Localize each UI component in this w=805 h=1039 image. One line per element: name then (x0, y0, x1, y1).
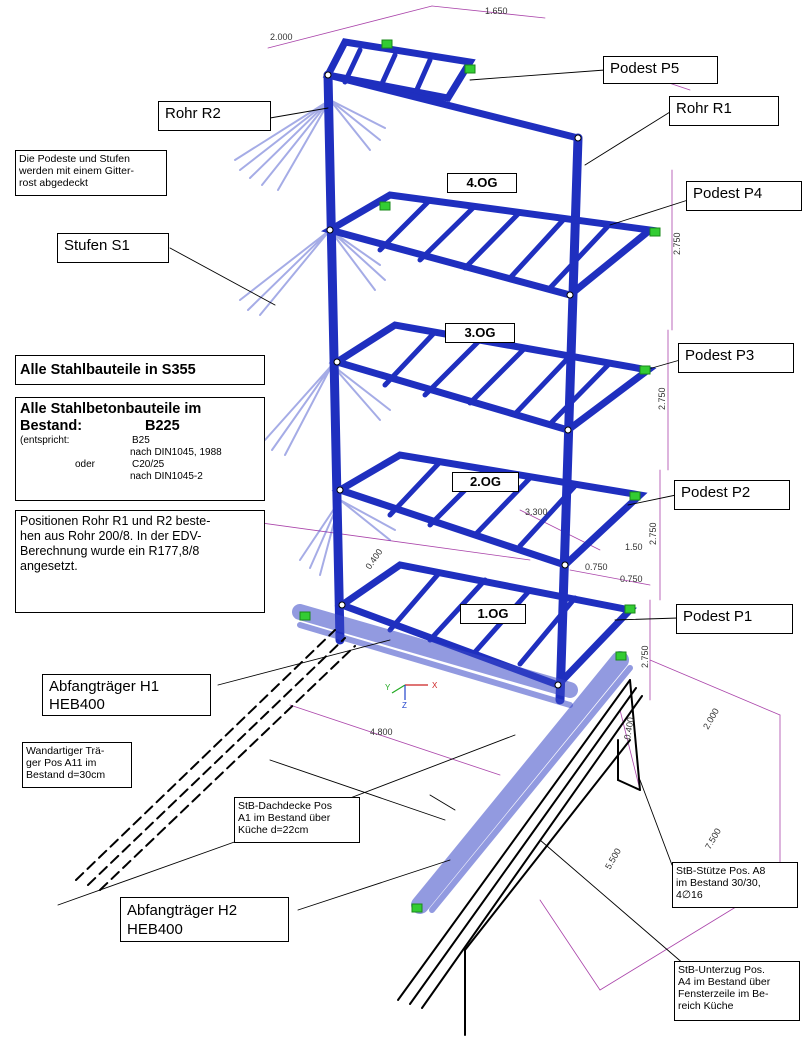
note-dachdecke: StB-Dachdecke Pos A1 im Bestand über Küc… (234, 797, 360, 843)
note-line: ger Pos A11 im (26, 757, 97, 769)
floor-label-3og: 3.OG (445, 323, 515, 343)
axis-x-label: X (432, 681, 438, 690)
dim-text: 2.750 (648, 522, 658, 545)
h1-profile: HEB400 (49, 696, 105, 713)
note-line: Küche d=22cm (238, 824, 309, 836)
spec-label: oder (75, 459, 96, 470)
positions-line: Berechnung wurde ein R177,8/8 (20, 544, 200, 558)
note-gitterrost: Die Podeste und Stufen werden mit einem … (15, 150, 167, 196)
note-line: Wandartiger Trä- (26, 745, 105, 757)
dim-text: 0.750 (620, 574, 643, 584)
label-podest-p2: Podest P2 (674, 480, 790, 510)
floor-label-2og: 2.OG (452, 472, 519, 492)
note-line: StB-Stütze Pos. A8 (676, 865, 766, 877)
label-podest-p3: Podest P3 (678, 343, 794, 373)
spec-label: (entspricht: (20, 435, 70, 446)
dim-text: 2.000 (701, 706, 721, 731)
concrete-title: Alle Stahlbetonbauteile im (20, 401, 202, 417)
label-abfangtraeger-h2: Abfangträger H2 HEB400 (120, 897, 289, 942)
label-podest-p1: Podest P1 (676, 604, 793, 634)
concrete-class: B225 (145, 418, 180, 434)
note-line: StB-Unterzug Pos. (678, 964, 765, 976)
positions-line: Positionen Rohr R1 und R2 beste- (20, 514, 211, 528)
nodes (324, 71, 582, 689)
dim-text: 2.750 (657, 387, 667, 410)
steel-grade-note: Alle Stahlbauteile in S355 (15, 355, 265, 385)
concrete-grade-note: Alle Stahlbetonbauteile im Bestand: B225… (15, 397, 265, 501)
dim-text: 0.400 (622, 716, 636, 740)
spec-row: nach DIN1045-2 (20, 471, 260, 483)
steel-frame (321, 38, 659, 705)
label-stufen-s1: Stufen S1 (57, 233, 169, 263)
note-line: StB-Dachdecke Pos (238, 800, 332, 812)
note-wandartig: Wandartiger Trä- ger Pos A11 im Bestand … (22, 742, 132, 788)
dim-text: 0.750 (585, 562, 608, 572)
dimension-texts: 1.650 2.000 2.750 2.750 2.750 2.750 3.30… (270, 6, 723, 871)
dim-text: 1.50 (625, 542, 643, 552)
axis-y-label: Y (385, 683, 391, 692)
supports (299, 39, 661, 913)
beam-h2 (411, 651, 633, 914)
label-podest-p5: Podest P5 (603, 56, 718, 84)
label-rohr-r1: Rohr R1 (669, 96, 779, 126)
note-line: A4 im Bestand über (678, 976, 771, 988)
note-line: A1 im Bestand über (238, 812, 331, 824)
note-line: rost abgedeckt (19, 177, 88, 189)
note-line: Bestand d=30cm (26, 769, 106, 781)
note-line: reich Küche (678, 1000, 734, 1012)
spec-value: nach DIN1045, 1988 (130, 447, 222, 458)
concrete-title-row: Bestand: B225 (20, 418, 260, 435)
label-podest-p4: Podest P4 (686, 181, 802, 211)
positions-line: hen aus Rohr 200/8. In der EDV- (20, 529, 202, 543)
floor-label-4og: 4.OG (447, 173, 517, 193)
concrete-title-2: Bestand: (20, 418, 83, 434)
existing-concrete (75, 629, 643, 1036)
spec-row: (entspricht: B25 (20, 435, 260, 447)
spec-row: nach DIN1045, 1988 (20, 447, 260, 459)
dim-text: 3.300 (525, 507, 548, 517)
label-abfangtraeger-h1: Abfangträger H1 HEB400 (42, 674, 211, 716)
note-line: 4∅16 (676, 889, 703, 901)
floor-label-1og: 1.OG (460, 604, 526, 624)
note-unterzug: StB-Unterzug Pos. A4 im Bestand über Fen… (674, 961, 800, 1021)
dim-text: 2.750 (640, 645, 650, 668)
dim-text: 0.400 (363, 547, 384, 571)
dim-text: 2.750 (672, 232, 682, 255)
dim-text: 1.650 (485, 6, 508, 16)
leader-lines (57, 69, 689, 966)
axis-indicator: X Y Z (385, 681, 438, 710)
spec-value: C20/25 (132, 459, 165, 470)
spec-value: nach DIN1045-2 (130, 471, 203, 482)
dim-text: 5.500 (603, 846, 623, 871)
note-line: Die Podeste und Stufen (19, 153, 130, 165)
h2-profile: HEB400 (127, 921, 183, 938)
spec-row: oder C20/25 (20, 459, 260, 471)
dim-text: 7.500 (703, 826, 723, 851)
axis-z-label: Z (402, 701, 407, 710)
note-stuetze: StB-Stütze Pos. A8 im Bestand 30/30, 4∅1… (672, 862, 798, 908)
label-rohr-r2: Rohr R2 (158, 101, 271, 131)
note-line: im Bestand 30/30, (676, 877, 761, 889)
positions-line: angesetzt. (20, 559, 78, 573)
beam-h1 (292, 604, 578, 708)
dim-text: 4.800 (370, 727, 393, 737)
note-line: werden mit einem Gitter- (19, 165, 134, 177)
dim-text: 2.000 (270, 32, 293, 42)
dimension-lines (239, 5, 781, 991)
note-line: Fensterzeile im Be- (678, 988, 769, 1000)
h2-name: Abfangträger H2 (127, 902, 238, 919)
spec-value: B25 (132, 435, 150, 446)
stair-fans (234, 99, 396, 576)
h1-name: Abfangträger H1 (49, 678, 160, 695)
positions-note: Positionen Rohr R1 und R2 beste- hen aus… (15, 510, 265, 613)
